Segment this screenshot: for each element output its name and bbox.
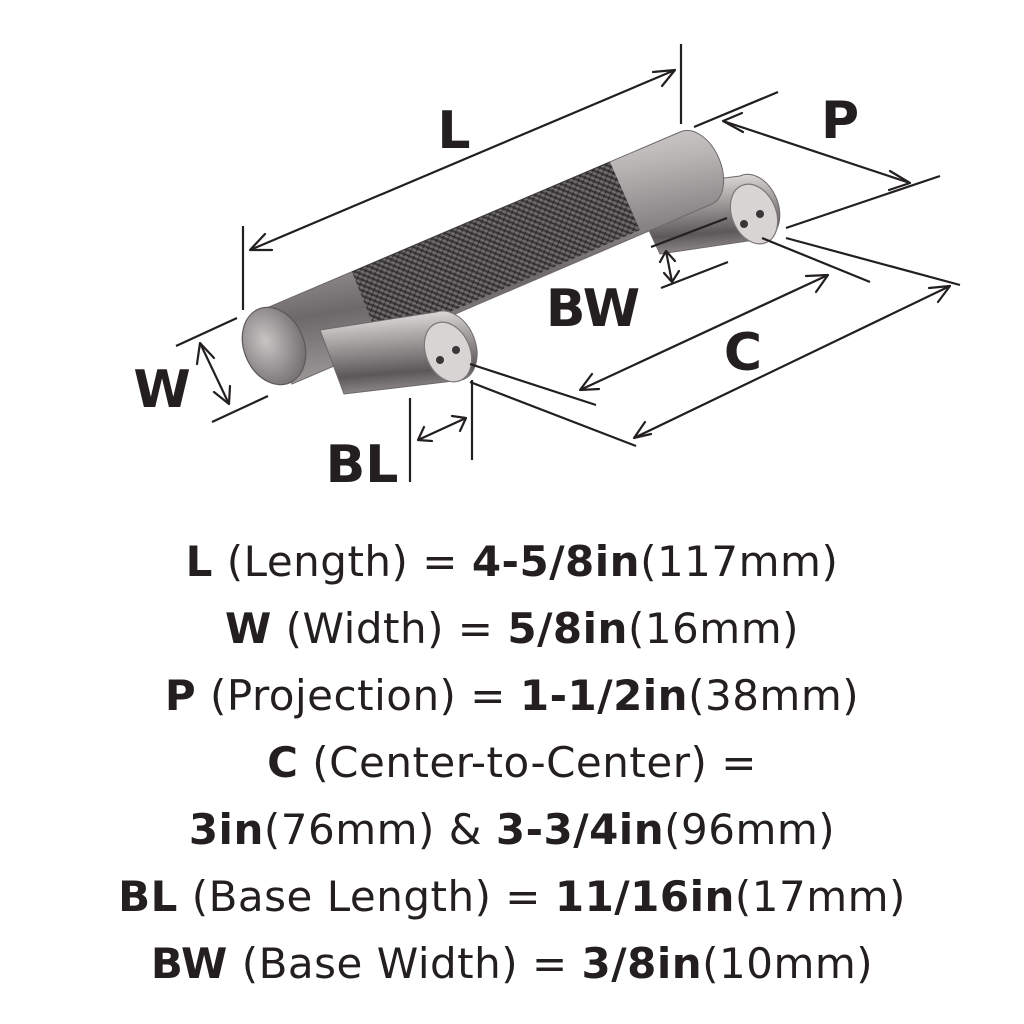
cabinet-pull-image [241,129,781,395]
spec-name: (Length) = [212,537,472,586]
label-L: L [437,101,470,161]
spec-value: 5/8in [507,604,628,653]
spec-base-width: BW (Base Width) = 3/8in(10mm) [0,930,1024,997]
spec-name: (Center-to-Center) = [298,738,757,787]
label-P: P [821,91,859,151]
spec-value: 1-1/2in [519,671,689,720]
spec-value-2: 3-3/4in [495,805,665,854]
spec-center-to-center: C (Center-to-Center) = [0,729,1024,796]
spec-width: W (Width) = 5/8in(16mm) [0,595,1024,662]
spec-metric: (117mm) [640,537,839,586]
spec-metric: (38mm) [688,671,860,720]
spec-name: (Projection) = [196,671,520,720]
spec-value: 3/8in [581,939,703,988]
spec-projection: P (Projection) = 1-1/2in(38mm) [0,662,1024,729]
label-W: W [133,360,190,420]
spec-length: L (Length) = 4-5/8in(117mm) [0,528,1024,595]
spec-center-to-center-values: 3in(76mm) & 3-3/4in(96mm) [0,796,1024,863]
label-BL: BL [326,435,399,495]
spec-key: BW [150,939,228,988]
left-post [319,310,478,395]
dimension-diagram: L P W BW C BL [133,44,961,495]
spec-metric: (16mm) [627,604,799,653]
spec-value: 3in [188,805,264,854]
spec-metric-2: (96mm) [664,805,836,854]
spec-name: (Base Width) = [227,939,582,988]
spec-name: (Base Length) = [177,872,555,921]
spec-key: W [224,604,272,653]
spec-name: (Width) = [271,604,508,653]
spec-metric: (76mm) & [263,805,496,854]
specifications-list: L (Length) = 4-5/8in(117mm) W (Width) = … [0,528,1024,997]
spec-key: P [164,671,197,720]
dimension-lines [175,44,961,482]
spec-key: BL [118,872,178,921]
label-BW: BW [546,279,640,339]
spec-key: L [185,537,213,586]
spec-value: 11/16in [554,872,735,921]
spec-metric: (17mm) [734,872,906,921]
spec-key: C [267,738,299,787]
spec-value: 4-5/8in [471,537,641,586]
spec-base-length: BL (Base Length) = 11/16in(17mm) [0,863,1024,930]
spec-metric: (10mm) [702,939,874,988]
label-C: C [724,323,762,383]
